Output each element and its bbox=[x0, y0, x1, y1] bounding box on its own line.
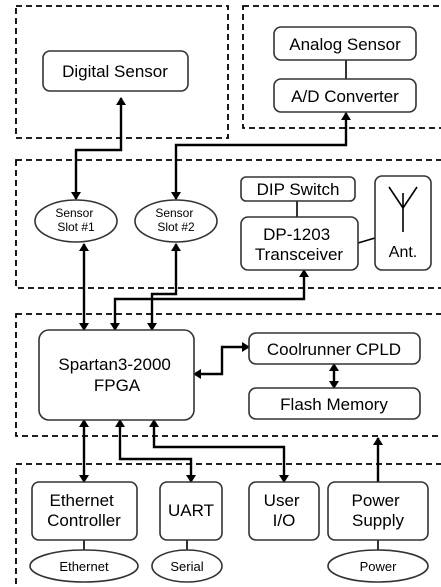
sensor-slot-1-label: Sensor Slot #1 bbox=[55, 206, 96, 234]
ethernet-controller-box bbox=[31, 481, 138, 541]
ad-converter-box bbox=[273, 78, 417, 113]
uart-box bbox=[159, 481, 223, 541]
wire-fpga-userio bbox=[149, 419, 289, 483]
ethernet-port-label: Ethernet bbox=[59, 559, 109, 574]
flash-memory-box bbox=[248, 387, 421, 420]
wire-slot2-fpga bbox=[147, 243, 181, 331]
power-supply-label: Power Supply bbox=[352, 491, 405, 530]
ad-converter-label: A/D Converter bbox=[291, 87, 399, 106]
flash-memory-label: Flash Memory bbox=[280, 395, 388, 414]
serial-port-label: Serial bbox=[170, 559, 203, 574]
power-supply-box bbox=[327, 481, 429, 541]
fpga-box bbox=[38, 329, 195, 421]
user-io-box bbox=[248, 481, 320, 541]
sensor-slot-1 bbox=[34, 199, 118, 243]
antenna-icon bbox=[388, 186, 418, 232]
power-port-label: Power bbox=[360, 559, 398, 574]
wire-fpga-cpld bbox=[193, 342, 250, 379]
digital-sensor-label: Digital Sensor bbox=[62, 62, 168, 81]
serial-port bbox=[151, 549, 223, 583]
uart-label: UART bbox=[168, 501, 214, 520]
wire-ad-converter-slot2 bbox=[171, 112, 351, 200]
wire-digital-sensor-slot1 bbox=[71, 97, 126, 200]
sensor-slot-2-label: Sensor Slot #2 bbox=[155, 206, 196, 234]
wire-fpga-uart bbox=[115, 419, 196, 483]
fpga-label: Spartan3-2000 FPGA bbox=[58, 355, 175, 395]
dip-switch-label: DIP Switch bbox=[257, 180, 340, 199]
digital-sensor-box bbox=[42, 50, 189, 92]
wire-transceiver-fpga bbox=[110, 269, 309, 331]
transceiver-box bbox=[240, 216, 359, 271]
power-port bbox=[327, 549, 429, 583]
wire-transceiver-antenna bbox=[357, 237, 376, 244]
sensor-slot-2 bbox=[134, 199, 218, 243]
cpld-box bbox=[248, 332, 421, 365]
cpld-label: Coolrunner CPLD bbox=[267, 340, 401, 359]
user-io-label: User I/O bbox=[264, 491, 305, 530]
dip-switch-box bbox=[240, 176, 356, 202]
antenna-label: Ant. bbox=[389, 244, 417, 261]
analog-sensor-box bbox=[273, 26, 417, 61]
analog-sensor-label: Analog Sensor bbox=[289, 35, 401, 54]
ethernet-port bbox=[29, 549, 139, 583]
transceiver-label: DP-1203 Transceiver bbox=[255, 225, 344, 264]
ethernet-controller-label: Ethernet Controller bbox=[47, 491, 121, 530]
